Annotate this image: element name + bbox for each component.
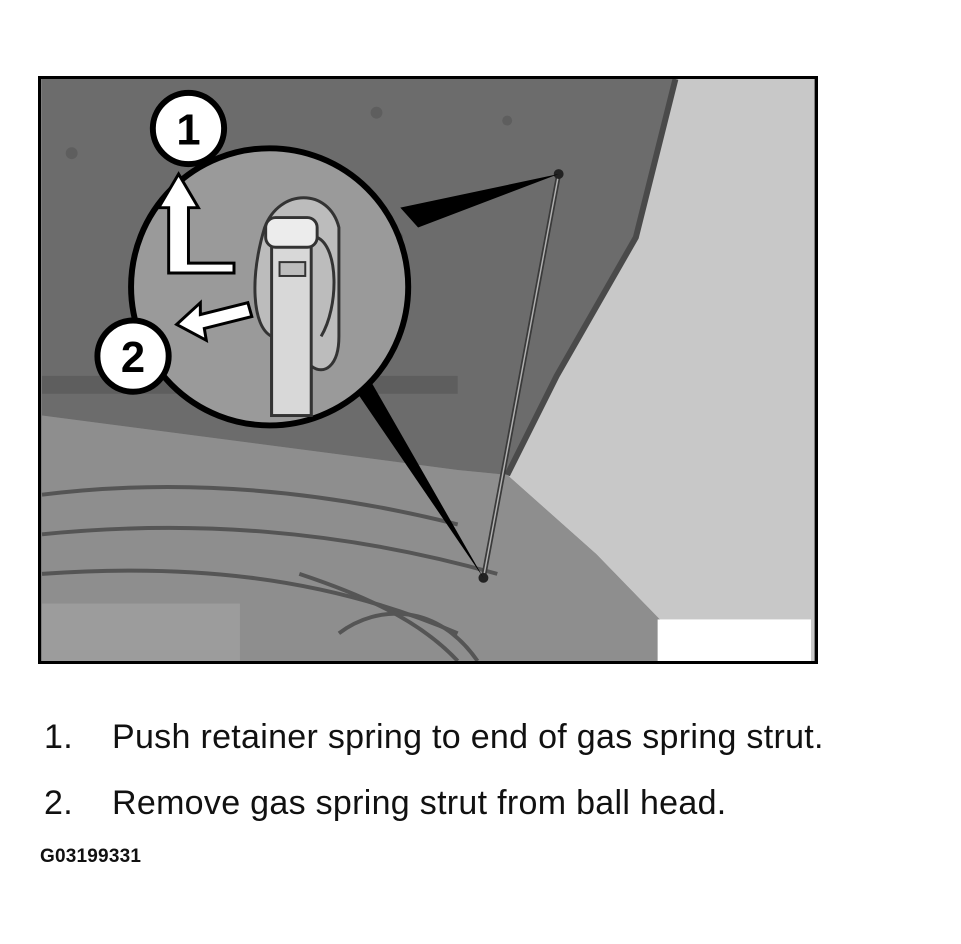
hood-strut-illustration: 1 2 [38,76,818,664]
step-2-text: Remove gas spring strut from ball head. [112,784,727,822]
lower-leader-pointer [338,360,484,578]
engine-component [41,603,240,661]
engine-bay-details [41,485,498,661]
background-panel [507,79,815,661]
upper-leader-pointer [400,174,559,228]
illustration-canvas: 1 2 [41,79,815,661]
upper-ball-head [553,169,564,179]
callout-1: 1 [149,89,228,168]
hood-edge [504,79,679,477]
step-1-text: Push retainer spring to end of gas sprin… [112,718,824,756]
lower-ball-head [478,572,489,583]
callout-2-label: 2 [121,334,145,382]
magnified-strut-detail [253,196,341,418]
step-1-number: 1. [44,718,73,756]
callout-1-label: 1 [176,106,200,154]
arrow-up-icon [156,171,236,275]
figure-id: G03199331 [40,846,142,867]
step-2-number: 2. [44,784,73,822]
arrow-left-icon [174,299,254,344]
engine-bay [41,415,701,661]
label-plate [657,619,812,661]
callout-2: 2 [94,317,172,395]
